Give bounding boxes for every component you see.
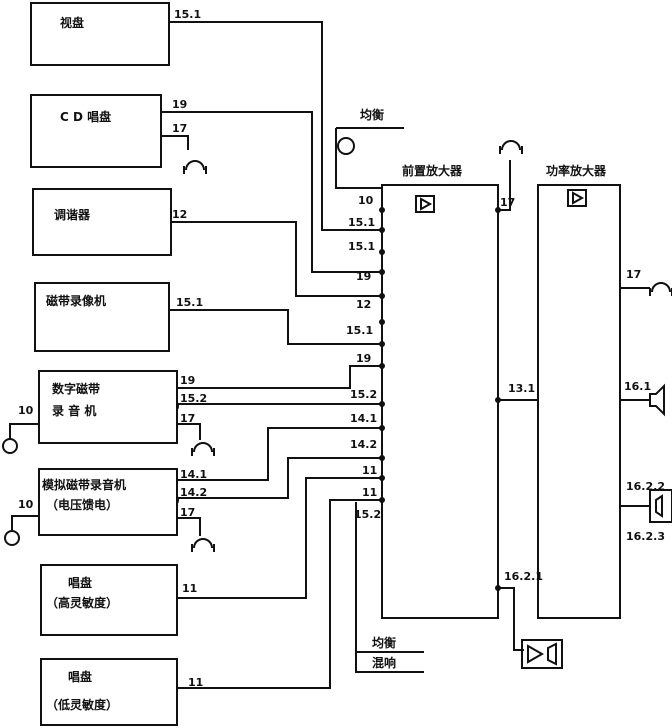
phono-high-label-2: （高灵敏度） [46, 596, 119, 610]
vcr-out-num: 15.1 [176, 296, 204, 309]
dat-box: 数字磁带 录 音 机 [38, 370, 178, 444]
pre-14-1-num: 14.1 [350, 412, 378, 425]
speaker-16-2-icon [649, 489, 672, 523]
wire-phono-high [178, 477, 382, 599]
wire-16-2-1 [498, 587, 524, 651]
dat-out-num: 19 [180, 374, 196, 387]
pre-15-2a-num: 15.2 [350, 388, 378, 401]
an-out2-num: 14.2 [180, 486, 208, 499]
wire-cd-19 [160, 111, 382, 273]
wire-dat-19 [178, 365, 382, 389]
wire-dat-mic [9, 423, 40, 440]
pre-hp-num: 17 [500, 196, 516, 209]
power-amp-title: 功率放大器 [546, 164, 607, 178]
dat-label-2: 录 音 机 [52, 404, 97, 418]
phono-high-box: 唱盘 （高灵敏度） [40, 564, 178, 636]
cd-hp-num: 17 [172, 122, 188, 135]
wire-pre-hp [498, 160, 511, 211]
phono-high-label-1: 唱盘 [68, 576, 93, 590]
wire-an-14-2 [178, 457, 382, 499]
mini-amp-speaker-icon [521, 639, 563, 669]
pa-16-2-2-num: 16.2.2 [626, 480, 665, 493]
wire-an-17 [178, 517, 201, 536]
preamp-headphone-icon [499, 140, 523, 154]
pre-12-num: 12 [356, 298, 372, 311]
pre-14-2-num: 14.2 [350, 438, 378, 451]
an-out1-num: 14.1 [180, 468, 208, 481]
tuner-out-num: 12 [172, 208, 188, 221]
wire-balance-top [335, 127, 404, 189]
dat-mic-icon [2, 438, 18, 454]
dat-mic-num: 10 [18, 404, 34, 417]
pre-19a-num: 19 [356, 270, 372, 283]
preamp-outline [381, 184, 499, 619]
pre-15-1a-num: 15.1 [348, 216, 376, 229]
wire-video-disc [168, 21, 382, 231]
video-disc-box: 视盘 [30, 2, 170, 66]
an-mic-num: 10 [18, 498, 34, 511]
vcr-box: 磁带录像机 [34, 282, 170, 352]
pre-11a-num: 11 [362, 464, 378, 477]
wire-dat-17 [178, 423, 201, 440]
pa-16-1-num: 16.1 [624, 380, 652, 393]
pre-16-2-1-num: 16.2.1 [504, 570, 543, 583]
pre-10-num: 10 [358, 194, 374, 207]
speaker-16-1-icon [649, 383, 665, 417]
dat-hp-num: 17 [180, 412, 196, 425]
power-amp-outline [537, 184, 621, 619]
balance-bottom-label: 均衡 [372, 636, 397, 650]
wire-an-mic [11, 515, 40, 530]
mix-label: 混响 [372, 656, 397, 670]
pa-hp-num: 17 [626, 268, 642, 281]
pre-11b-num: 11 [362, 486, 378, 499]
phono-low-box: 唱盘 （低灵敏度） [40, 658, 178, 726]
wire-an-14-1 [178, 427, 382, 481]
an-hp-num: 17 [180, 506, 196, 519]
preamp-title: 前置放大器 [402, 164, 463, 178]
analog-box: 模拟磁带录音机 （电压馈电） [38, 468, 178, 536]
pre-19b-num: 19 [356, 352, 372, 365]
phono-low-label-2: （低灵敏度） [46, 698, 119, 712]
ph-high-num: 11 [182, 582, 198, 595]
wire-bottom-controls [355, 502, 424, 673]
dat-headphone-icon [191, 442, 215, 456]
pa-headphone-icon [649, 282, 672, 296]
wire-phono-low [178, 499, 382, 689]
cd-label: C D 唱盘 [60, 110, 112, 124]
analog-headphone-icon [191, 538, 215, 552]
vd-out-num: 15.1 [174, 8, 202, 21]
phono-low-label-1: 唱盘 [68, 670, 93, 684]
wire-tuner-12 [170, 221, 382, 297]
vcr-label: 磁带录像机 [46, 294, 107, 308]
pre-out-num: 13.1 [508, 382, 536, 395]
preamp-symbol-icon [415, 195, 435, 213]
dat-label-1: 数字磁带 [52, 382, 101, 396]
power-amp-symbol-icon [567, 189, 587, 207]
pre-15-2b-num: 15.2 [354, 508, 382, 521]
pre-15-1b-num: 15.1 [348, 240, 376, 253]
analog-label-2: （电压馈电） [46, 498, 119, 512]
cd-headphone-icon [183, 160, 207, 174]
balance-knob-icon [337, 137, 355, 155]
balance-top-label: 均衡 [360, 108, 385, 122]
dat-in-num: 15.2 [180, 392, 208, 405]
ph-low-num: 11 [188, 676, 204, 689]
wire-vcr [170, 309, 382, 345]
analog-mic-icon [4, 530, 20, 546]
wire-cd-17 [160, 135, 189, 150]
video-disc-label: 视盘 [60, 16, 85, 30]
pre-15-1c-num: 15.1 [346, 324, 374, 337]
analog-label-1: 模拟磁带录音机 [42, 478, 127, 492]
tuner-label: 调谐器 [54, 208, 91, 222]
pa-16-2-3-num: 16.2.3 [626, 530, 665, 543]
cd-box: C D 唱盘 [30, 94, 162, 168]
tuner-box: 调谐器 [32, 188, 172, 256]
cd-out-num: 19 [172, 98, 188, 111]
